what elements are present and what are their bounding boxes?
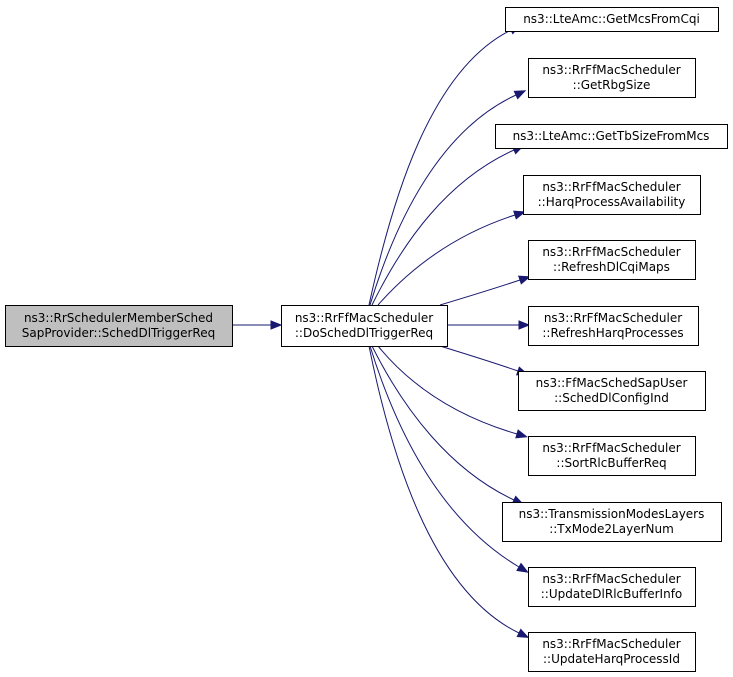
node-sched-dl-config-ind[interactable]: ns3::FfMacSchedSapUser::SchedDlConfigInd [518,371,706,411]
node-get-tb-size-from-mcs[interactable]: ns3::LteAmc::GetTbSizeFromMcs [495,124,728,149]
edge-focus-to-get-mcs-from-cqi [368,24,522,306]
node-sort-rlc-buffer-req[interactable]: ns3::RrFfMacScheduler::SortRlcBufferReq [528,436,696,476]
node-label-line: ::RefreshHarqProcesses [542,326,683,340]
edge-caller-to-focus [231,320,283,330]
node-box [5,305,233,347]
arrowhead [513,210,526,220]
node-refresh-dl-cqi-maps[interactable]: ns3::RrFfMacScheduler::RefreshDlCqiMaps [528,240,696,280]
node-box [505,7,719,32]
arrowhead [516,628,530,638]
node-label-line: ns3::RrFfMacScheduler [542,245,680,259]
node-label-line: ::TxMode2LayerNum [549,522,674,536]
edge-focus-to-sort-rlc-buffer-req [377,345,528,439]
arrowhead [513,90,527,100]
edge-line [371,149,515,306]
arrowhead [515,429,528,439]
node-box [528,567,696,607]
node-box [528,240,696,280]
node-refresh-harq-processes[interactable]: ns3::RrFfMacScheduler::RefreshHarqProces… [528,306,699,346]
node-label-line: ns3::LteAmc::GetTbSizeFromMcs [513,129,710,143]
node-focus[interactable]: ns3::RrFfMacScheduler::DoSchedDlTriggerR… [281,305,448,347]
edge-line [439,279,521,306]
edge-focus-to-update-harq-process-id [368,345,530,638]
edge-focus-to-update-dl-rlc-buffer-info [369,345,529,573]
edge-line [369,94,517,306]
node-label-line: ns3::RrSchedulerMemberSched [24,311,213,325]
node-label-line: ::HarqProcessAvailability [538,195,686,209]
node-label-line: ns3::RrFfMacScheduler [295,311,433,325]
edge-focus-to-sched-dl-config-ind [439,345,529,376]
edge-line [371,345,515,501]
node-label-line: ns3::RrFfMacScheduler [542,572,680,586]
edge-focus-to-harq-process-availability [377,210,526,306]
node-label-line: ns3::LteAmc::GetMcsFromCqi [523,12,700,26]
edge-focus-to-tx-mode2-layer-num [371,345,525,505]
node-label-line: ns3::RrFfMacScheduler [542,63,680,77]
edge-focus-to-get-rbg-size [369,90,527,306]
node-label-line: ns3::RrFfMacScheduler [544,311,682,325]
node-harq-process-availability[interactable]: ns3::RrFfMacScheduler::HarqProcessAvaila… [523,175,701,215]
arrowhead [518,275,531,285]
node-label-line: ns3::RrFfMacScheduler [542,180,680,194]
node-label-line: ::RefreshDlCqiMaps [553,260,670,274]
node-label-line: ns3::FfMacSchedSapUser [536,376,688,390]
node-box [518,371,706,411]
node-label-line: ::DoSchedDlTriggerReq [295,326,433,340]
node-label-line: SapProvider::SchedDlTriggerReq [22,326,215,340]
node-update-harq-process-id[interactable]: ns3::RrFfMacScheduler::UpdateHarqProcess… [528,632,696,672]
node-box [502,502,722,542]
node-get-mcs-from-cqi[interactable]: ns3::LteAmc::GetMcsFromCqi [505,7,719,32]
node-label-line: ns3::RrFfMacScheduler [542,637,680,651]
edge-focus-to-refresh-dl-cqi-maps [439,275,531,306]
node-tx-mode2-layer-num[interactable]: ns3::TransmissionModesLayers::TxMode2Lay… [502,502,722,542]
node-label-line: ::UpdateHarqProcessId [543,652,680,666]
arrowhead [518,320,531,330]
node-box [528,632,696,672]
node-update-dl-rlc-buffer-info[interactable]: ns3::RrFfMacScheduler::UpdateDlRlcBuffer… [528,567,696,607]
node-box [528,436,696,476]
node-box [528,306,699,346]
node-box [528,58,696,98]
node-caller: ns3::RrSchedulerMemberSchedSapProvider::… [5,305,233,347]
nodes-layer: ns3::RrSchedulerMemberSchedSapProvider::… [5,7,728,672]
edge-line [368,345,520,634]
edge-line [368,29,512,306]
node-label-line: ::GetRbgSize [573,78,651,92]
node-box [495,124,728,149]
edge-focus-to-get-tb-size-from-mcs [371,145,525,306]
node-label-line: ::SchedDlConfigInd [554,391,669,405]
edge-focus-to-refresh-harq-processes [446,320,531,330]
arrowhead [270,320,283,330]
node-get-rbg-size[interactable]: ns3::RrFfMacScheduler::GetRbgSize [528,58,696,98]
node-label-line: ns3::TransmissionModesLayers [519,507,705,521]
edge-line [439,345,519,372]
edge-line [377,345,518,435]
node-label-line: ::SortRlcBufferReq [556,456,666,470]
edge-line [377,214,516,306]
node-label-line: ns3::RrFfMacScheduler [542,441,680,455]
edge-line [369,345,520,568]
node-box [281,305,448,347]
arrowhead [516,562,529,573]
node-label-line: ::UpdateDlRlcBufferInfo [541,587,683,601]
node-box [523,175,701,215]
